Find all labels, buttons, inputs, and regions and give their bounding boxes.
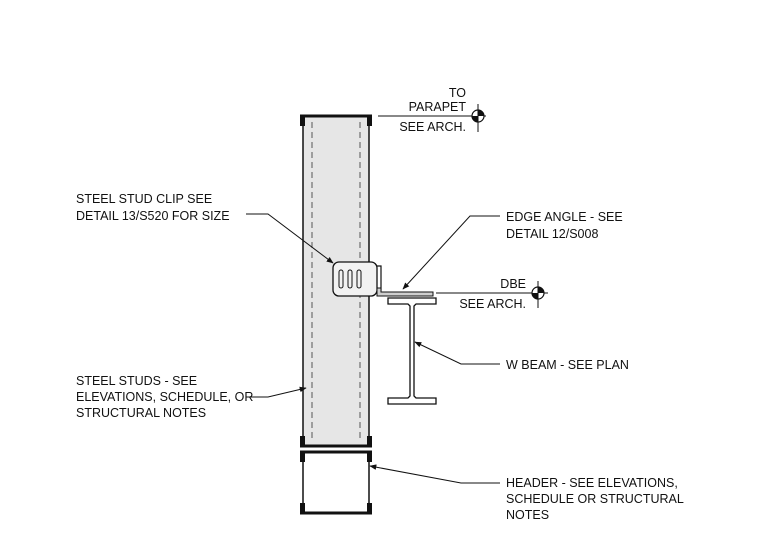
dbe-elevation-marker <box>436 281 548 308</box>
dbe-label-line-2: SEE ARCH. <box>459 297 526 311</box>
stud-clip-callout-line-1: STEEL STUD CLIP SEE <box>76 192 212 206</box>
steel-stud-clip <box>332 261 382 297</box>
dbe-label-line-1: DBE <box>500 277 526 291</box>
header-callout-line-2: SCHEDULE OR STRUCTURAL <box>506 492 684 506</box>
steel-studs-callout-line-2: ELEVATIONS, SCHEDULE, OR <box>76 390 253 404</box>
edge-angle-callout-line-2: DETAIL 12/S008 <box>506 227 598 241</box>
w-beam-callout-line-1: W BEAM - SEE PLAN <box>506 358 629 372</box>
parapet-label-line-2: PARAPET <box>409 100 467 114</box>
header-member <box>300 450 372 515</box>
header-callout-line-3: NOTES <box>506 508 549 522</box>
header-leader <box>369 464 500 484</box>
header-callout-line-1: HEADER - SEE ELEVATIONS, <box>506 476 678 490</box>
edge-angle-callout-line-1: EDGE ANGLE - SEE <box>506 210 623 224</box>
edge-angle-leader <box>402 215 500 290</box>
steel-studs-leader <box>246 386 307 398</box>
stud-clip-callout-line-2: DETAIL 13/S520 FOR SIZE <box>76 209 230 223</box>
w-beam-leader <box>414 341 500 365</box>
stud-clip-leader <box>246 213 334 264</box>
steel-studs-callout-line-1: STEEL STUDS - SEE <box>76 374 197 388</box>
parapet-label-line-1: TO <box>449 86 466 100</box>
parapet-label-line-3: SEE ARCH. <box>399 120 466 134</box>
steel-studs-callout-line-3: STRUCTURAL NOTES <box>76 406 206 420</box>
parapet-elevation-marker <box>378 104 486 132</box>
w-beam <box>387 297 437 405</box>
edge-angle <box>376 287 434 297</box>
